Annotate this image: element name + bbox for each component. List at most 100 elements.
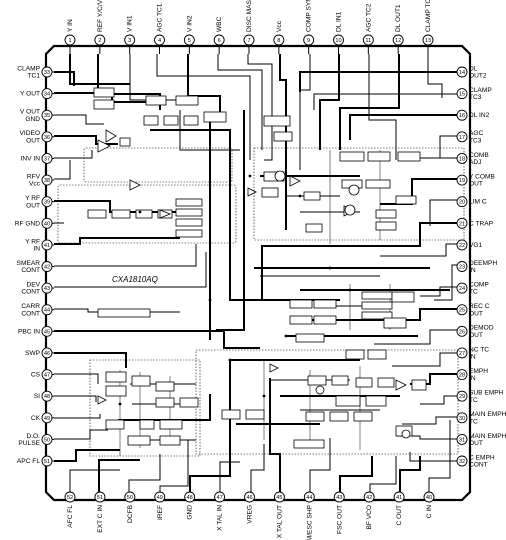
pin-circle [64, 491, 76, 503]
pin-circle [213, 34, 225, 46]
pin-label-text: WBC [216, 16, 223, 32]
pin-number: 15 [459, 92, 465, 98]
pin-number: 20 [459, 200, 465, 206]
pin-number: 48 [187, 495, 193, 501]
pin-circle [333, 491, 345, 503]
pin-number: 34 [44, 92, 50, 98]
pin-circle [183, 34, 195, 46]
pin-number: 5 [188, 38, 191, 44]
pin-label-text: CLAMP TC2 [425, 0, 432, 32]
pin-number: 35 [44, 113, 50, 119]
pin-circle [456, 369, 468, 381]
pin-number: 27 [459, 351, 465, 357]
pin-number: 29 [459, 394, 465, 400]
pin-label-text: VREG [247, 505, 254, 524]
pin-circle [423, 491, 435, 503]
pin-number: 40 [44, 221, 50, 227]
pin-number: 40 [426, 495, 432, 501]
pin-circle [41, 455, 53, 467]
pin-left-16: 49CKCK [31, 412, 54, 424]
pin-circle [41, 282, 53, 294]
pin-circle [41, 369, 53, 381]
pin-circle [41, 304, 53, 316]
pin-number: 52 [67, 495, 73, 501]
pin-number: 11 [365, 38, 371, 44]
pin-circle [422, 34, 434, 46]
pin-label-text: X TAL OUT [276, 505, 283, 538]
dashed-regions [57, 147, 465, 457]
pin-circle [41, 390, 53, 402]
pin-label-text: CS [31, 372, 41, 379]
pin-number: 43 [336, 495, 342, 501]
pin-number: 37 [44, 156, 50, 162]
pin-number: 16 [459, 113, 465, 119]
pin-number: 12 [395, 38, 401, 44]
pin-label-text: CAM/ESC SHP [306, 504, 313, 540]
pin-left-15: 48SISI [34, 390, 54, 402]
pin-label-text: AGC TC2 [365, 3, 372, 32]
pin-number: 46 [246, 495, 252, 501]
pin-circle [456, 239, 468, 251]
pin-number: 48 [44, 394, 50, 400]
pin-circle [273, 34, 285, 46]
pin-circle [244, 491, 255, 503]
pin-number: 19 [459, 178, 465, 184]
pin-label-text: APC FL [17, 458, 40, 465]
pin-number: 14 [459, 70, 465, 76]
pin-circle [214, 491, 226, 503]
amplifier-symbols [97, 129, 407, 405]
pin-number: 3 [128, 38, 131, 44]
pin-circle [41, 131, 53, 143]
pin-circle [456, 66, 468, 78]
pin-circle [456, 325, 468, 337]
pin-label-text: GND [187, 505, 194, 520]
pin-circle [41, 412, 53, 424]
pin-label-text: REF Y/C/VB [97, 0, 104, 32]
pin-circle [124, 34, 136, 46]
pin-number: 24 [459, 286, 465, 292]
pin-number: 33 [44, 70, 50, 76]
pin-number: 42 [366, 495, 372, 501]
pin-label-text: VG1 [469, 242, 483, 249]
pin-number: 30 [459, 416, 465, 422]
pin-circle [456, 282, 468, 294]
pin-circle [456, 152, 468, 164]
pin-circle [41, 433, 53, 445]
pin-bottom-7: 45X TAL OUTX TAL OUT [273, 491, 285, 538]
pin-circle [303, 491, 315, 503]
pin-number: 8 [277, 38, 280, 44]
pin-number: 31 [459, 437, 465, 443]
